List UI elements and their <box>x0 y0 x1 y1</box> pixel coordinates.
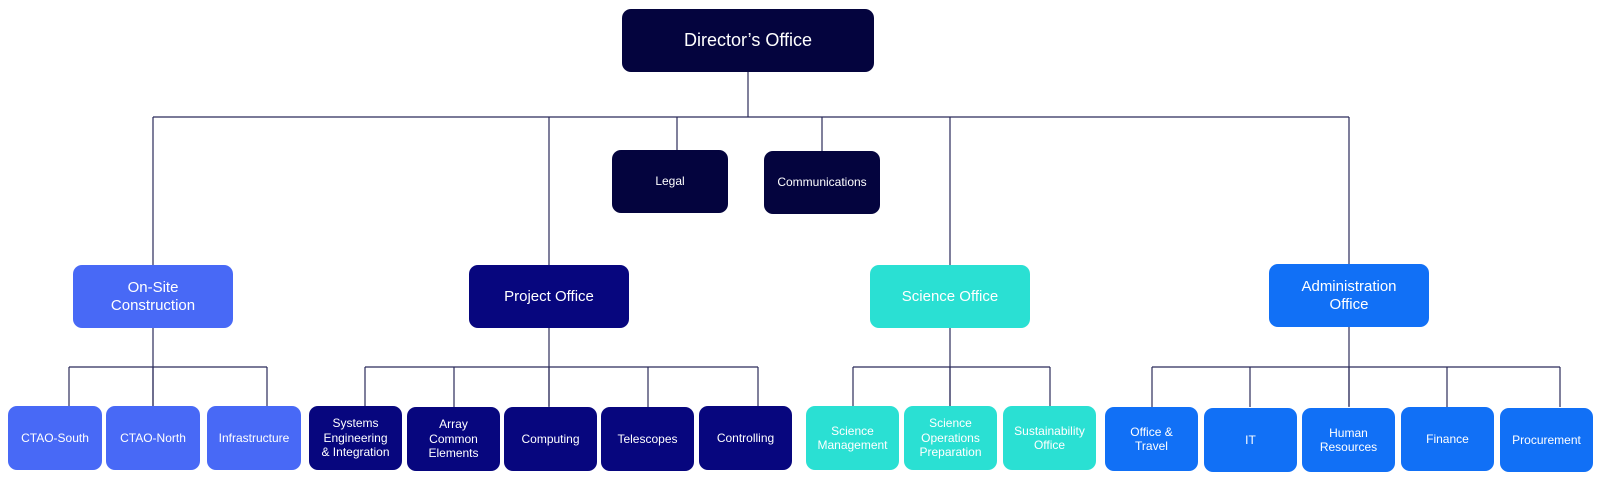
node-science-operations-preparation[interactable]: Science Operations Preparation <box>904 406 997 470</box>
node-label: Sustainability Office <box>1014 423 1085 452</box>
node-computing[interactable]: Computing <box>504 407 597 471</box>
node-directors-office[interactable]: Director’s Office <box>622 9 874 72</box>
node-office-travel[interactable]: Office & Travel <box>1105 407 1198 471</box>
node-label: Director’s Office <box>683 29 813 50</box>
node-infrastructure[interactable]: Infrastructure <box>207 406 301 470</box>
node-label: Infrastructure <box>218 430 290 445</box>
node-label: Array Common Elements <box>428 417 479 461</box>
node-legal[interactable]: Legal <box>612 150 728 213</box>
node-systems-engineering-integration[interactable]: Systems Engineering & Integration <box>309 406 402 470</box>
node-administration-office[interactable]: Administration Office <box>1269 264 1429 327</box>
node-science-office[interactable]: Science Office <box>870 265 1030 328</box>
node-label: Legal <box>655 174 685 189</box>
node-communications[interactable]: Communications <box>764 151 880 214</box>
node-controlling[interactable]: Controlling <box>699 406 792 470</box>
node-label: CTAO-South <box>21 430 89 445</box>
node-project-office[interactable]: Project Office <box>469 265 629 328</box>
node-label: Finance <box>1426 431 1469 446</box>
node-sustainability-office[interactable]: Sustainability Office <box>1003 406 1096 470</box>
node-label: Science Management <box>817 423 888 452</box>
node-on-site-construction[interactable]: On-Site Construction <box>73 265 233 328</box>
node-label: Science Office <box>901 287 999 305</box>
node-label: Office & Travel <box>1130 424 1173 453</box>
node-label: Administration Office <box>1301 277 1397 313</box>
node-science-management[interactable]: Science Management <box>806 406 899 470</box>
node-it[interactable]: IT <box>1204 408 1297 472</box>
node-label: On-Site Construction <box>110 278 196 314</box>
node-telescopes[interactable]: Telescopes <box>601 407 694 471</box>
node-label: Human Resources <box>1319 425 1378 454</box>
node-human-resources[interactable]: Human Resources <box>1302 408 1395 472</box>
node-label: CTAO-North <box>120 430 186 445</box>
node-array-common-elements[interactable]: Array Common Elements <box>407 407 500 471</box>
node-label: Telescopes <box>617 431 678 446</box>
node-label: Computing <box>521 431 580 446</box>
node-label: Science Operations Preparation <box>919 416 982 460</box>
node-procurement[interactable]: Procurement <box>1500 408 1593 472</box>
node-label: Project Office <box>504 287 594 305</box>
node-label: Communications <box>777 175 867 190</box>
node-finance[interactable]: Finance <box>1401 407 1494 471</box>
node-label: Procurement <box>1512 432 1581 447</box>
node-ctao-south[interactable]: CTAO-South <box>8 406 102 470</box>
node-ctao-north[interactable]: CTAO-North <box>106 406 200 470</box>
node-label: Systems Engineering & Integration <box>321 416 390 460</box>
node-label: IT <box>1245 432 1256 447</box>
node-label: Controlling <box>716 430 775 445</box>
